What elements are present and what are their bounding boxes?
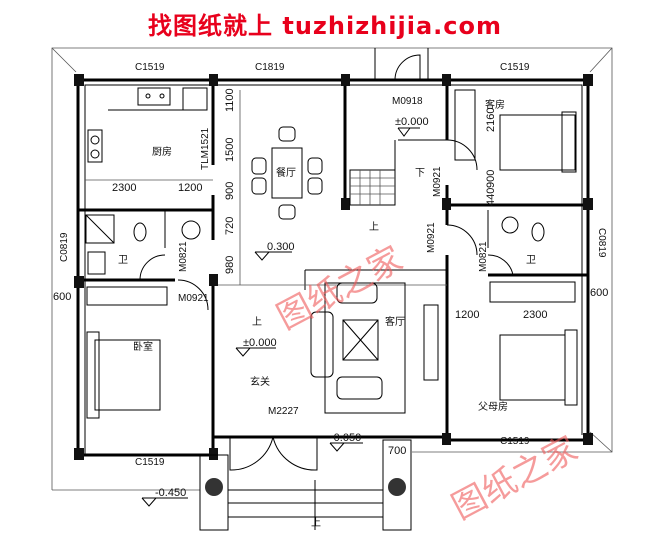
level-markers bbox=[141, 127, 420, 507]
dimension: 900 bbox=[224, 182, 236, 200]
dimension: 2300 bbox=[523, 309, 547, 321]
stair-up-label: 上 bbox=[369, 221, 379, 233]
dimension: 600 bbox=[590, 287, 608, 299]
site-title: 找图纸就上 tuzhizhijia.com bbox=[148, 12, 502, 40]
door-label: M0921 bbox=[178, 293, 209, 304]
room-label-living: 客厅 bbox=[385, 315, 405, 328]
dimension: 1100 bbox=[224, 88, 236, 112]
door-label: M0921 bbox=[432, 166, 443, 197]
kitchen-fixtures bbox=[87, 87, 208, 163]
door-label: TLM1521 bbox=[200, 127, 211, 170]
room-label-foyer: 玄关 bbox=[250, 375, 270, 388]
dimension-labels: 1100 1500 900 720 980 2300 1200 2160 900… bbox=[53, 88, 608, 457]
door-label: M0821 bbox=[478, 241, 489, 272]
window-label: C1519 bbox=[500, 62, 530, 73]
window-label: C0819 bbox=[596, 228, 607, 258]
roof-outline bbox=[51, 47, 613, 491]
wardrobes bbox=[86, 89, 576, 306]
level-label: -0.050 bbox=[330, 432, 361, 444]
room-label-bedroom: 卧室 bbox=[133, 340, 153, 353]
window-label: C1519 bbox=[135, 457, 165, 468]
bathroom-fixtures bbox=[85, 214, 545, 281]
window-label: C1519 bbox=[500, 436, 530, 447]
level-label: ±0.000 bbox=[243, 337, 277, 349]
structural-columns bbox=[74, 74, 593, 460]
door-label: M2227 bbox=[268, 406, 299, 417]
dimension: 440 bbox=[485, 188, 497, 206]
beds bbox=[86, 111, 578, 419]
back-door bbox=[374, 48, 429, 81]
window-label: C1519 bbox=[135, 62, 165, 73]
room-labels: 厨房 餐厅 客房 卫 卫 卧室 玄关 客厅 父母房 下 上 上 上 bbox=[118, 98, 536, 529]
living-room-furniture bbox=[310, 282, 439, 414]
room-label-dining: 餐厅 bbox=[276, 166, 296, 179]
level-label: ±0.000 bbox=[395, 116, 429, 128]
staircase bbox=[349, 139, 447, 206]
dimension: 2300 bbox=[112, 182, 136, 194]
dimension: 600 bbox=[53, 291, 71, 303]
level-label: -0.450 bbox=[155, 487, 186, 499]
stair-down-label: 下 bbox=[415, 168, 425, 179]
window-labels: C1519 C1819 C1519 C0819 C0819 C1519 C151… bbox=[59, 62, 607, 468]
dimension: 1200 bbox=[178, 182, 202, 194]
door-labels: M0918 M0921 M0921 M0821 M0821 M0921 M222… bbox=[178, 96, 489, 417]
exterior-walls bbox=[76, 78, 590, 457]
dimension: 1200 bbox=[455, 309, 479, 321]
dining-table-set bbox=[251, 126, 323, 220]
doors bbox=[177, 139, 478, 471]
dimension: 700 bbox=[388, 445, 406, 457]
dimension: 900 bbox=[485, 170, 497, 188]
room-label-guest: 客房 bbox=[485, 98, 505, 111]
level-labels: ±0.000 0.300 ±0.000 -0.050 -0.450 bbox=[155, 116, 429, 499]
steps-up-label: 上 bbox=[311, 517, 321, 529]
room-label-kitchen: 厨房 bbox=[152, 145, 172, 158]
dimension: 2160 bbox=[485, 108, 497, 132]
front-steps bbox=[199, 439, 412, 531]
room-label-parents: 父母房 bbox=[478, 400, 508, 413]
dimension: 980 bbox=[224, 256, 236, 274]
level-label: 0.300 bbox=[267, 241, 295, 253]
interior-walls bbox=[78, 80, 588, 455]
door-label: M0821 bbox=[178, 241, 189, 272]
foyer-up-label: 上 bbox=[252, 316, 262, 328]
window-label: C1819 bbox=[255, 62, 285, 73]
dimension: 1500 bbox=[224, 138, 236, 162]
window-label: C0819 bbox=[59, 232, 70, 262]
room-label-bath: 卫 bbox=[118, 255, 128, 266]
room-label-bath: 卫 bbox=[526, 255, 536, 266]
door-label: M0921 bbox=[426, 222, 437, 253]
dimension: 720 bbox=[224, 217, 236, 235]
door-label: M0918 bbox=[392, 96, 423, 107]
